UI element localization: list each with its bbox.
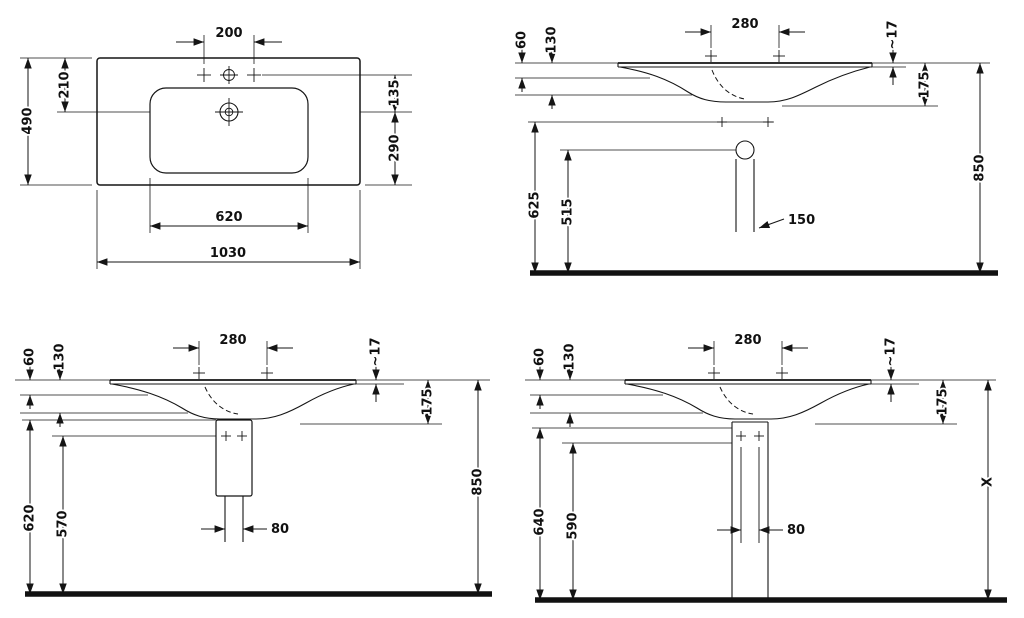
dim-rim-to-bowl-bottom: 175 <box>936 388 951 415</box>
plan-dimensions: 200 490 210 135 290 620 1030 <box>19 24 412 269</box>
dim-rim-to-bracket: 60 <box>515 31 530 49</box>
front-trap-dimensions: 60 130 280 ~17 175 850 620 570 80 <box>20 331 487 594</box>
dim-plan-bowl-width: 620 <box>215 210 242 225</box>
dim-pipe-width: 80 <box>787 523 805 538</box>
dim-rim-to-bowl-bottom: 175 <box>421 388 436 415</box>
dim-plan-tap-spacing: 200 <box>215 26 242 41</box>
dim-floor-to-trap: 620 <box>23 504 38 531</box>
dim-rim-to-skirt: 130 <box>545 26 560 53</box>
dim-tap-spacing: 280 <box>731 17 758 32</box>
dim-rim-thickness: ~17 <box>886 21 901 50</box>
plan-view: 200 490 210 135 290 620 1030 <box>19 24 412 269</box>
dim-plan-depth: 490 <box>21 107 36 134</box>
dim-pipe-width: 80 <box>271 522 289 537</box>
washbasin-front-outline <box>525 367 996 600</box>
dim-floor-to-pipe: 590 <box>566 512 581 539</box>
dim-tap-spacing: 280 <box>734 333 761 348</box>
dim-plan-tap-to-drain: 135 <box>388 79 403 106</box>
dim-plan-overall-width: 1030 <box>210 246 246 261</box>
front-floor-trap-dimensions: 60 130 280 ~17 175 X 640 590 80 <box>530 331 997 600</box>
dim-rim-to-skirt: 130 <box>563 343 578 370</box>
dim-plan-drain-to-front: 290 <box>388 134 403 161</box>
dim-rim-height: 850 <box>973 154 988 181</box>
dim-rim-to-bracket: 60 <box>533 348 548 366</box>
dim-tap-spacing: 280 <box>219 333 246 348</box>
dim-rim-to-bowl-bottom: 175 <box>918 71 933 98</box>
front-view-wall-trap: 60 130 280 ~17 175 850 620 570 80 <box>15 331 492 597</box>
front-view-floor-trap: 60 130 280 ~17 175 X 640 590 80 <box>525 331 1007 603</box>
dim-rim-to-bracket: 60 <box>23 348 38 366</box>
washbasin-front-outline <box>15 367 490 542</box>
dim-floor-to-outlet: 515 <box>561 198 576 225</box>
dim-plan-back-to-drain: 210 <box>58 71 73 98</box>
dim-rim-thickness: ~17 <box>369 338 384 367</box>
dim-outlet-projection: 150 <box>788 213 815 228</box>
dim-floor-to-pipe: 570 <box>56 510 71 537</box>
dim-rim-height: 850 <box>471 468 486 495</box>
washbasin-plan-outline <box>96 57 361 186</box>
dim-floor-to-fixing: 625 <box>528 191 543 218</box>
dim-rim-height: X <box>981 477 996 487</box>
dim-floor-to-trap: 640 <box>533 508 548 535</box>
front-view-wall-outlet: 60 130 280 ~17 175 850 625 515 150 <box>513 15 998 276</box>
front-outlet-dimensions: 60 130 280 ~17 175 850 625 515 150 <box>513 15 989 273</box>
dim-rim-thickness: ~17 <box>884 338 899 367</box>
dim-rim-to-skirt: 130 <box>53 343 68 370</box>
